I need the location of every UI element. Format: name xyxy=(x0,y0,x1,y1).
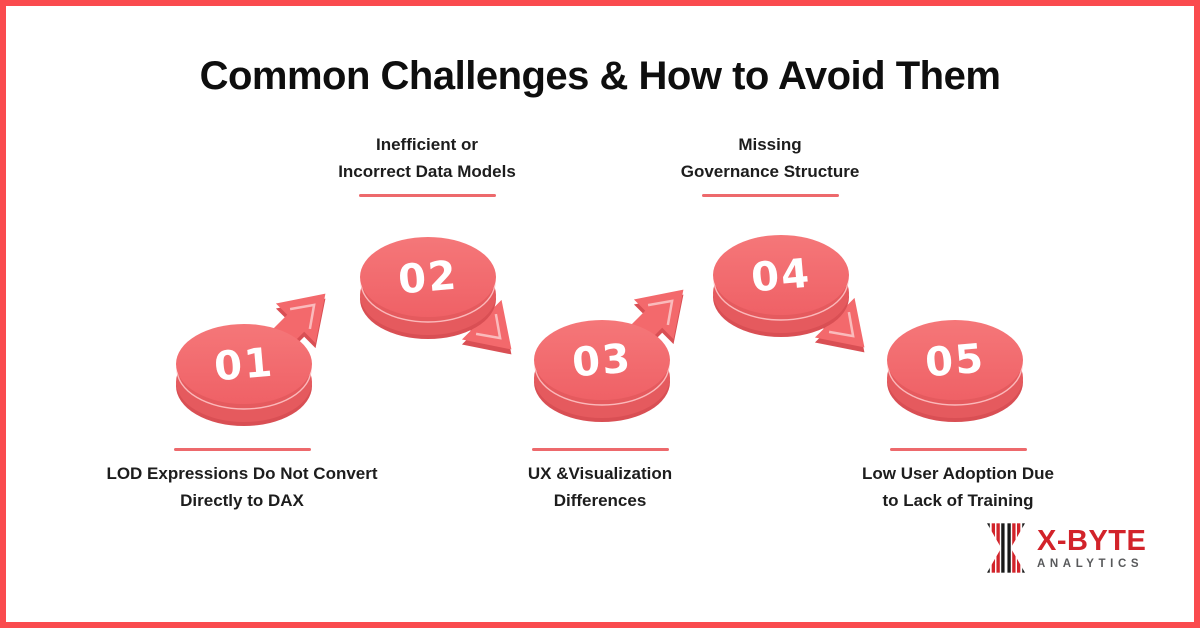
logo-name: X-BYTE xyxy=(1037,525,1147,557)
step-label-line: Governance Structure xyxy=(680,162,860,181)
label-underline-02 xyxy=(358,194,496,197)
step-badge-03: 03 xyxy=(534,289,684,422)
step-label-line: Differences xyxy=(553,491,647,510)
step-badge-01: 01 xyxy=(176,293,326,426)
step-number: 05 xyxy=(923,335,986,386)
step-label-04: Missing Governance Structure xyxy=(625,131,915,197)
label-underline-05 xyxy=(889,448,1027,451)
logo: X-BYTE ANALYTICS xyxy=(985,523,1146,573)
step-badge-04: 04 xyxy=(713,235,865,353)
xbyte-logo-icon xyxy=(986,523,1026,573)
badge-disk-face xyxy=(534,320,670,400)
step-number: 01 xyxy=(212,339,275,390)
step-label-line: to Lack of Training xyxy=(882,491,1034,510)
step-label-line: Incorrect Data Models xyxy=(338,162,516,181)
badge-disk-face xyxy=(360,237,496,317)
step-number: 02 xyxy=(396,252,459,303)
step-number: 04 xyxy=(749,250,812,301)
logo-subtext: ANALYTICS xyxy=(1037,558,1144,570)
step-label-line: Missing xyxy=(738,135,802,154)
step-label-03: UX &Visualization Differences xyxy=(455,448,745,514)
label-underline-03 xyxy=(531,448,669,451)
page-title: Common Challenges & How to Avoid Them xyxy=(199,54,1001,98)
label-underline-04 xyxy=(701,194,839,197)
badge-disk-face xyxy=(713,235,849,315)
step-label-01: LOD Expressions Do Not Convert Directly … xyxy=(97,448,387,514)
label-underline-01 xyxy=(173,448,311,451)
step-label-line: Directly to DAX xyxy=(180,491,304,510)
step-label-line: Inefficient or xyxy=(375,135,478,154)
step-badge-02: 02 xyxy=(360,237,512,355)
step-label-05: Low User Adoption Due to Lack of Trainin… xyxy=(813,448,1103,514)
step-number: 03 xyxy=(570,335,633,386)
step-label-line: LOD Expressions Do Not Convert xyxy=(106,464,378,483)
step-label-02: Inefficient or Incorrect Data Models xyxy=(282,131,572,197)
step-label-line: UX &Visualization xyxy=(527,464,673,483)
badge-disk-face xyxy=(176,324,312,404)
logo-text: X-BYTE ANALYTICS xyxy=(1037,526,1146,570)
badge-disk-face xyxy=(887,320,1023,400)
step-label-line: Low User Adoption Due xyxy=(861,464,1055,483)
step-badge-05: 05 xyxy=(887,320,1023,422)
